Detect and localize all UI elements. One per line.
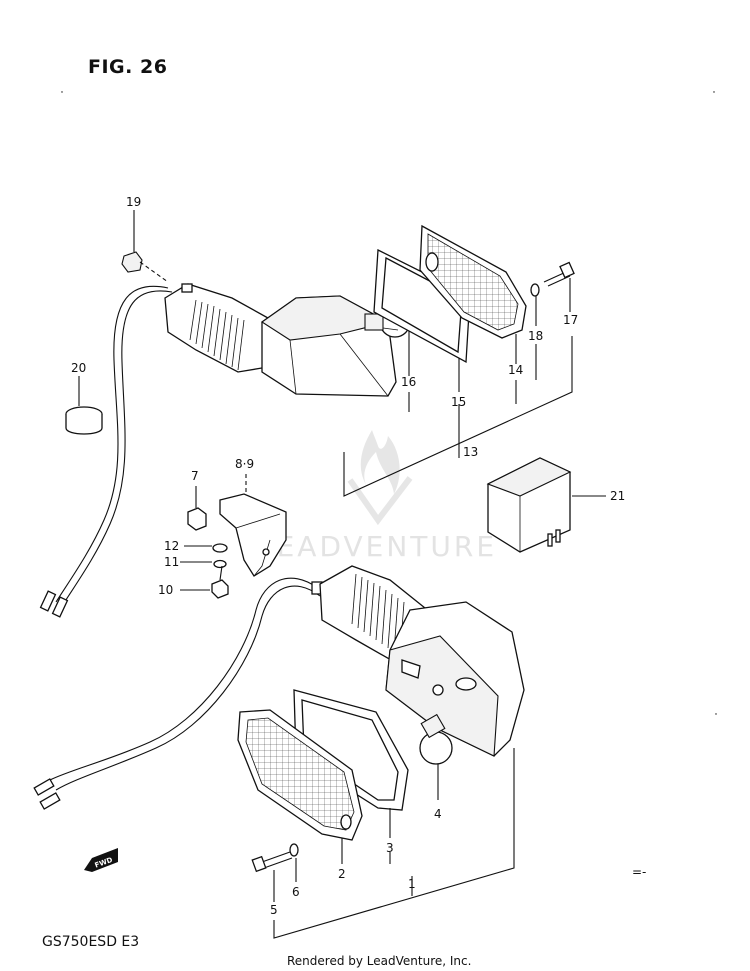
part-8-9-bracket (219, 474, 287, 577)
fwd-arrow-icon: FWD (84, 848, 118, 872)
part-2-lens-lower (237, 709, 363, 864)
callout-bracket-13 (343, 336, 573, 497)
callout-2: 2 (338, 867, 346, 881)
part-21-relay (486, 457, 606, 553)
callout-21: 21 (610, 489, 625, 503)
callout-11: 11 (164, 555, 179, 569)
callout-12: 12 (164, 539, 179, 553)
watermark: LEADVENTURE (258, 430, 497, 563)
callout-7: 7 (191, 469, 199, 483)
callout-13: 13 (463, 445, 478, 459)
part-14-lens-upper (419, 224, 527, 364)
scan-dot (715, 713, 717, 715)
part-12-washer (184, 543, 228, 553)
part-5-screw (251, 851, 293, 902)
callout-8-9: 8·9 (235, 457, 254, 471)
part-17-screw (543, 261, 575, 312)
figure-title: FIG. 26 (88, 56, 168, 78)
callout-19: 19 (126, 195, 141, 209)
callout-18: 18 (528, 329, 543, 343)
corner-mark: =- (632, 865, 646, 879)
callout-3: 3 (386, 841, 394, 855)
part-18-washer (530, 283, 540, 326)
callout-16: 16 (401, 375, 416, 389)
callout-10: 10 (158, 583, 173, 597)
part-4-bulb-lower (419, 713, 453, 800)
callout-20: 20 (71, 361, 86, 375)
scan-dot (713, 91, 715, 93)
scan-dot (61, 91, 63, 93)
upper-turn-signal-housing (39, 283, 397, 618)
callout-17: 17 (563, 313, 578, 327)
lower-turn-signal-housing (33, 565, 525, 810)
part-11-lockwasher (180, 559, 227, 569)
watermark-text: LEADVENTURE (258, 530, 497, 563)
callout-5: 5 (270, 903, 278, 917)
part-10-bolt (180, 565, 229, 599)
callout-6: 6 (292, 885, 300, 899)
callout-15: 15 (451, 395, 466, 409)
credit-line: Rendered by LeadVenture, Inc. (287, 954, 472, 968)
part-20-cushion (65, 376, 103, 435)
callout-4: 4 (434, 807, 442, 821)
model-code: GS750ESD E3 (42, 934, 140, 950)
part-6-washer (289, 843, 299, 882)
callout-14: 14 (508, 363, 523, 377)
part-7-nut (187, 486, 207, 531)
callout-bracket-1 (273, 748, 515, 939)
part-19-grommet (121, 210, 169, 283)
callout-1: 1 (408, 877, 416, 891)
